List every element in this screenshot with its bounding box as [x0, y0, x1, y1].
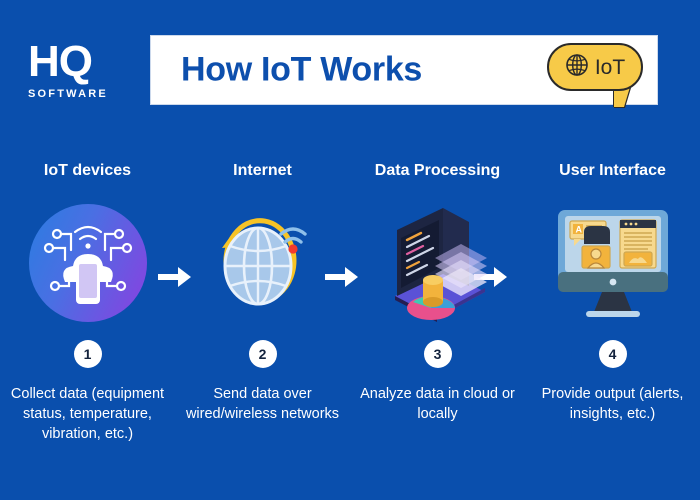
step-number-1: 1 [73, 340, 102, 368]
step-number-3: 3 [423, 340, 452, 368]
step-column-4: User Interface [525, 160, 700, 444]
svg-text:A: A [575, 225, 582, 235]
step-caption-3: Analyze data in cloud or locally [360, 386, 515, 422]
step-number-4: 4 [598, 340, 627, 368]
flow-arrow-1 [158, 264, 192, 290]
speech-bubble-body: IoT [547, 43, 643, 91]
step-column-3: Data Processing [350, 160, 525, 444]
step-title-1: IoT devices [43, 162, 132, 179]
step-caption-4: Provide output (alerts, insights, etc.) [541, 386, 684, 422]
step-caption-1: Collect data (equipment status, temperat… [10, 386, 165, 442]
iot-devices-circle-icon [23, 204, 153, 324]
logo-mark: HQ [28, 37, 93, 86]
globe-network-icon [198, 204, 328, 324]
process-steps: IoT devices [0, 160, 700, 444]
logo-subtitle: SOFTWARE [28, 88, 108, 100]
flow-arrow-3 [474, 264, 508, 290]
iot-speech-bubble: IoT [547, 43, 643, 107]
step-caption-2: Send data over wired/wireless networks [185, 386, 340, 422]
flow-arrow-2 [325, 264, 359, 290]
desktop-monitor-icon: A [548, 204, 678, 324]
page-title: How IoT Works [181, 50, 423, 89]
step-number-2: 2 [248, 340, 277, 368]
step-title-4: User Interface [559, 162, 666, 179]
step-column-2: Internet 2 Send data over wired/wireless… [175, 160, 350, 444]
brand-logo: HQ SOFTWARE [28, 40, 128, 110]
globe-icon [565, 53, 589, 82]
laptop-data-icon [373, 204, 503, 324]
step-title-2: Internet [233, 162, 292, 179]
step-column-1: IoT devices [0, 160, 175, 444]
step-title-3: Data Processing [374, 162, 501, 179]
header: HQ SOFTWARE How IoT Works IoT [0, 0, 700, 130]
speech-bubble-tail [614, 87, 630, 107]
title-banner: How IoT Works IoT [150, 35, 658, 107]
badge-label: IoT [594, 55, 626, 79]
